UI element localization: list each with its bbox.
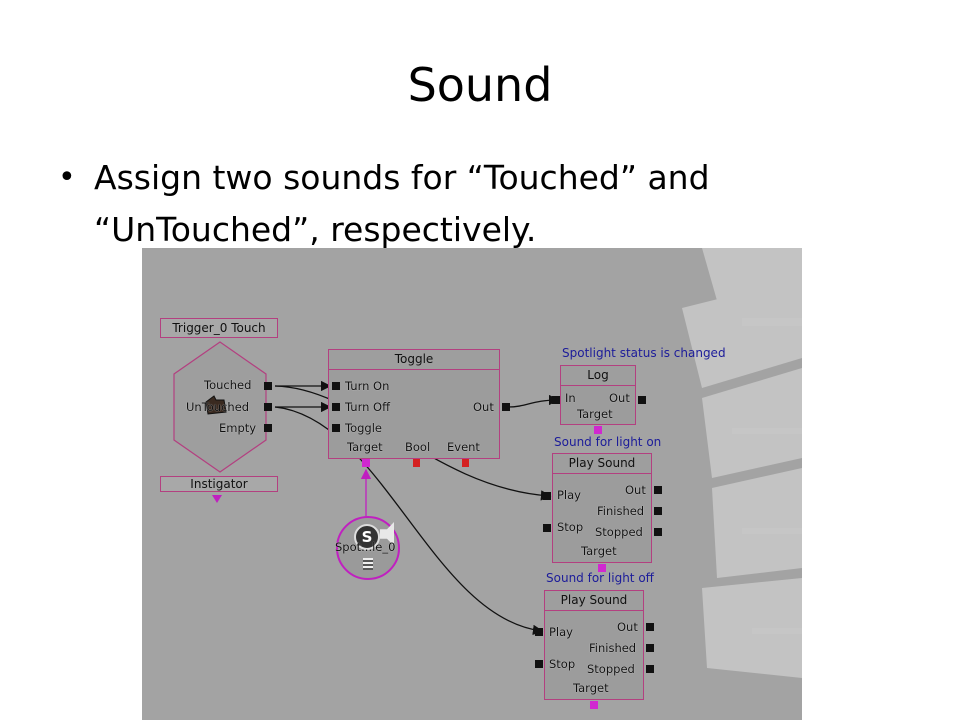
wire-untouched-playsound-off <box>274 406 544 636</box>
log-input-in: In <box>565 391 576 405</box>
trigger-output-untouched: UnTouched <box>186 400 250 414</box>
play-sound-on-output-finished: Finished <box>597 504 645 518</box>
toggle-input-turn-off: Turn Off <box>345 400 391 414</box>
bullet-text: Assign two sounds for “Touched” and “UnT… <box>94 158 710 249</box>
toggle-port-out[interactable] <box>502 403 510 411</box>
play-sound-off-output-out: Out <box>617 620 638 634</box>
toggle-port-turn-on[interactable] <box>332 382 340 390</box>
play-sound-off-port-play[interactable] <box>535 628 543 636</box>
toggle-input-toggle: Toggle <box>345 421 382 435</box>
toggle-pin-event[interactable] <box>462 459 469 467</box>
bulb-base-icon <box>363 558 373 570</box>
play-sound-off-output-stopped: Stopped <box>587 662 635 676</box>
play-sound-on-pin-target[interactable] <box>598 564 606 572</box>
log-node[interactable]: Log In Out Target <box>560 365 636 425</box>
touch-hand-icon <box>200 394 230 416</box>
spotlight-object[interactable]: S <box>336 516 400 580</box>
background-watermark <box>682 248 802 678</box>
toggle-var-target: Target <box>347 440 383 454</box>
play-sound-on-input-play: Play <box>557 488 581 502</box>
play-sound-off-port-out[interactable] <box>646 623 654 631</box>
log-pin-target[interactable] <box>594 426 602 434</box>
play-sound-on-port-play[interactable] <box>543 492 551 500</box>
trigger-instigator-bar[interactable]: Instigator <box>160 476 278 492</box>
play-sound-off-pin-target[interactable] <box>590 701 598 709</box>
play-sound-on-output-stopped: Stopped <box>595 525 643 539</box>
instigator-connector[interactable] <box>212 495 222 503</box>
play-sound-on-var-target: Target <box>581 544 617 558</box>
toggle-title: Toggle <box>329 350 499 370</box>
wire-toggle-out-log <box>507 394 560 408</box>
play-sound-on-port-stop[interactable] <box>543 524 551 532</box>
play-sound-on-output-out: Out <box>625 483 646 497</box>
log-title: Log <box>561 366 635 386</box>
play-sound-off-port-stopped[interactable] <box>646 665 654 673</box>
log-comment: Spotlight status is changed <box>562 346 726 360</box>
toggle-var-bool: Bool <box>405 440 431 454</box>
play-sound-on-input-stop: Stop <box>557 520 584 534</box>
log-port-out[interactable] <box>638 396 646 404</box>
log-output-out: Out <box>609 391 630 405</box>
play-sound-off-node[interactable]: Play Sound Play Stop Out Finished Stoppe… <box>544 590 644 700</box>
log-port-in[interactable] <box>552 396 560 404</box>
trigger-port-untouched[interactable] <box>264 403 272 411</box>
spotlight-label: Spot...le_0 <box>335 540 396 554</box>
play-sound-off-var-target: Target <box>573 681 609 695</box>
play-sound-on-title: Play Sound <box>553 454 651 474</box>
log-var-target: Target <box>577 407 613 421</box>
play-sound-off-input-play: Play <box>549 625 573 639</box>
toggle-pin-bool[interactable] <box>413 459 420 467</box>
play-sound-off-output-finished: Finished <box>589 641 637 655</box>
trigger-output-empty: Empty <box>219 421 257 435</box>
play-sound-on-comment: Sound for light on <box>554 435 662 449</box>
play-sound-on-port-finished[interactable] <box>654 507 662 515</box>
toggle-input-turn-on: Turn On <box>345 379 390 393</box>
trigger-header[interactable]: Trigger_0 Touch <box>160 318 278 338</box>
play-sound-on-port-out[interactable] <box>654 486 662 494</box>
toggle-output-out: Out <box>473 400 494 414</box>
toggle-var-event: Event <box>447 440 480 454</box>
play-sound-off-title: Play Sound <box>545 591 643 611</box>
slide-title: Sound <box>407 58 553 112</box>
play-sound-off-port-stop[interactable] <box>535 660 543 668</box>
spotlight-icon: S <box>354 524 380 550</box>
play-sound-on-port-stopped[interactable] <box>654 528 662 536</box>
play-sound-off-input-stop: Stop <box>549 657 576 671</box>
toggle-pin-target[interactable] <box>362 459 370 467</box>
trigger-output-touched: Touched <box>204 378 252 392</box>
play-sound-off-port-finished[interactable] <box>646 644 654 652</box>
toggle-port-turn-off[interactable] <box>332 403 340 411</box>
toggle-port-toggle[interactable] <box>332 424 340 432</box>
toggle-node[interactable]: Toggle Turn On Turn Off Toggle Out Targe… <box>328 349 500 459</box>
play-sound-on-node[interactable]: Play Sound Play Stop Out Finished Stoppe… <box>552 453 652 563</box>
trigger-port-touched[interactable] <box>264 382 272 390</box>
bullet-dot: • <box>58 160 76 195</box>
trigger-port-empty[interactable] <box>264 424 272 432</box>
kismet-editor-screenshot: Trigger_0 Touch Touched UnTouched Empty … <box>142 248 802 720</box>
play-sound-off-comment: Sound for light off <box>546 571 654 585</box>
